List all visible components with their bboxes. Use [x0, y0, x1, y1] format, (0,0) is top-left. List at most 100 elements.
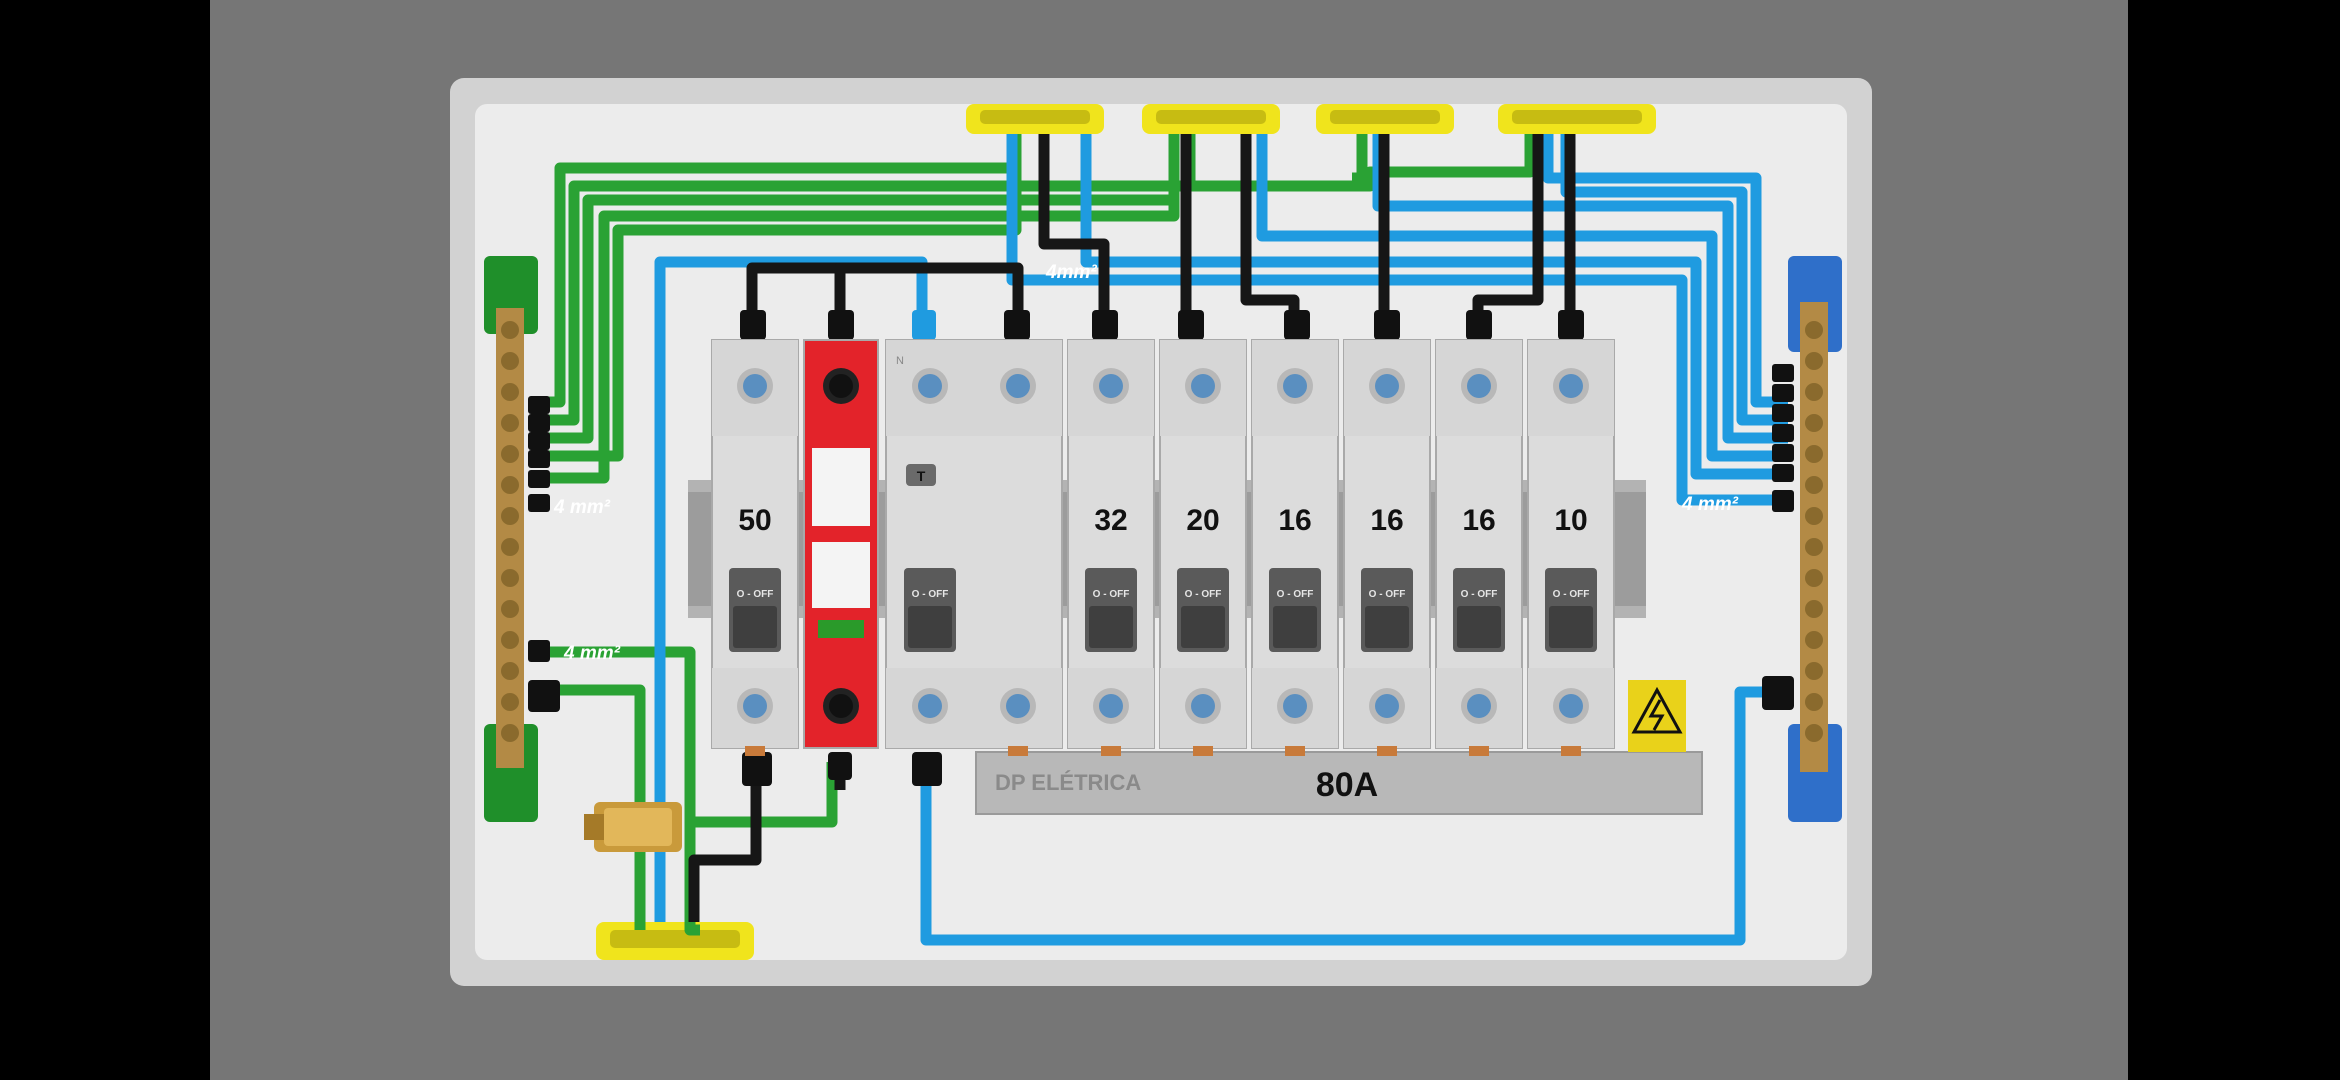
breaker-rating-c5: 16	[1462, 504, 1495, 537]
switch-label: O - OFF	[1461, 589, 1498, 600]
screw-terminal-icon	[1006, 694, 1030, 718]
busbar-rating: 80A	[1316, 766, 1378, 804]
breaker-c6[interactable]: 10 O - OFF	[1527, 339, 1615, 756]
breaker-rating-c1: 32	[1094, 504, 1127, 537]
breaker-dps[interactable]	[803, 339, 879, 749]
grommet-top-1	[966, 104, 1104, 134]
screw-terminal-icon	[1805, 724, 1823, 742]
ground-wires	[540, 134, 1536, 936]
phase-wires	[688, 134, 1576, 922]
breaker-c2[interactable]: 20O - OFF	[1159, 339, 1247, 756]
ground-bar	[484, 256, 538, 822]
breaker-rating-c4: 16	[1370, 504, 1403, 537]
screw-terminal-icon	[501, 383, 519, 401]
phase-wire-label: 4mm²	[1045, 262, 1097, 283]
busbar-tab	[1285, 746, 1305, 756]
breaker-rating-c6: 10	[1554, 504, 1587, 537]
screw-terminal-icon	[1283, 374, 1307, 398]
screw-terminal-icon	[1283, 694, 1307, 718]
screw-terminal-icon	[1191, 374, 1215, 398]
screw-terminal-icon	[1805, 693, 1823, 711]
wire-terminal-sleeves	[528, 310, 1794, 786]
screw-terminal-icon	[1805, 569, 1823, 587]
screw-terminal-icon	[1467, 694, 1491, 718]
breaker-c1[interactable]: 32 O - OFF	[1067, 339, 1155, 756]
grommet-top-4	[1498, 104, 1656, 134]
breaker-c5[interactable]: 16 O - OFF	[1435, 339, 1523, 756]
switch-label: O - OFF	[1553, 589, 1590, 600]
screw-terminal-icon	[1805, 538, 1823, 556]
busbar-tab	[1377, 746, 1397, 756]
grommet-top-3	[1316, 104, 1454, 134]
busbar-tab	[1469, 746, 1489, 756]
screw-terminal-icon	[1805, 476, 1823, 494]
screw-terminal-icon	[1805, 383, 1823, 401]
screw-terminal-icon	[501, 631, 519, 649]
screw-terminal-icon	[501, 693, 519, 711]
screw-terminal-icon	[1805, 321, 1823, 339]
screw-terminal-icon	[1191, 694, 1215, 718]
busbar-tab	[1101, 746, 1121, 756]
screw-terminal-icon	[1805, 352, 1823, 370]
busbar-tab	[1561, 746, 1581, 756]
screw-terminal-icon	[918, 374, 942, 398]
screw-terminal-icon	[501, 507, 519, 525]
screw-terminal-icon	[501, 724, 519, 742]
test-button-label: T	[917, 468, 926, 484]
breaker-main[interactable]: 50O - OFF	[711, 339, 799, 756]
switch-label: O - OFF	[1093, 589, 1130, 600]
breaker-c3[interactable]: 16 O - OFF	[1251, 339, 1339, 756]
neutral-wire-label: 4 mm²	[1681, 494, 1739, 515]
screw-terminal-icon	[1467, 374, 1491, 398]
busbar	[975, 751, 1703, 815]
screw-terminal-icon	[743, 374, 767, 398]
screw-terminal-icon	[1805, 662, 1823, 680]
screw-terminal-icon	[1559, 694, 1583, 718]
breaker-c4[interactable]: 16 O - OFF	[1343, 339, 1431, 756]
dps-band	[812, 526, 870, 542]
screw-terminal-icon	[829, 374, 853, 398]
screw-terminal-icon	[501, 662, 519, 680]
screw-terminal-icon	[829, 694, 853, 718]
switch-label: O - OFF	[912, 589, 949, 600]
screw-terminal-icon	[501, 569, 519, 587]
busbar-tab	[745, 746, 765, 756]
brand-label: DP ELÉTRICA	[995, 770, 1141, 795]
breaker-rating-c3: 16	[1278, 504, 1311, 537]
switch-label: O - OFF	[1277, 589, 1314, 600]
screw-terminal-icon	[743, 694, 767, 718]
breaker-dr[interactable]: O - OFF T N	[885, 339, 1063, 756]
screw-terminal-icon	[501, 476, 519, 494]
high-voltage-warning-icon	[1628, 680, 1686, 752]
screw-terminal-icon	[501, 414, 519, 432]
screw-terminal-icon	[1099, 374, 1123, 398]
screw-terminal-icon	[1559, 374, 1583, 398]
busbar-tab	[1008, 746, 1028, 756]
screw-terminal-icon	[1099, 694, 1123, 718]
ground-wire-label-top: 4 mm²	[553, 497, 611, 518]
switch-label: O - OFF	[1185, 589, 1222, 600]
switch-label: O - OFF	[1369, 589, 1406, 600]
grommet-bottom	[596, 922, 754, 960]
busbar-tab	[1193, 746, 1213, 756]
neutral-bar	[1788, 256, 1842, 822]
screw-terminal-icon	[1805, 631, 1823, 649]
grommet-top-2	[1142, 104, 1280, 134]
ground-wire-label-bottom: 4 mm²	[563, 643, 621, 664]
test-button[interactable]	[906, 464, 936, 486]
screw-terminal-icon	[1805, 507, 1823, 525]
screw-terminal-icon	[1375, 694, 1399, 718]
screw-terminal-icon	[1805, 414, 1823, 432]
neutral-mark: N	[896, 355, 904, 367]
screw-terminal-icon	[501, 600, 519, 618]
screw-terminal-icon	[501, 321, 519, 339]
screw-terminal-icon	[1006, 374, 1030, 398]
screw-terminal-icon	[1375, 374, 1399, 398]
screw-terminal-icon	[1805, 445, 1823, 463]
screw-terminal-icon	[1805, 600, 1823, 618]
dps-status-indicator	[818, 620, 864, 638]
screw-terminal-icon	[501, 445, 519, 463]
screw-terminal-icon	[918, 694, 942, 718]
switch-label: O - OFF	[737, 589, 774, 600]
